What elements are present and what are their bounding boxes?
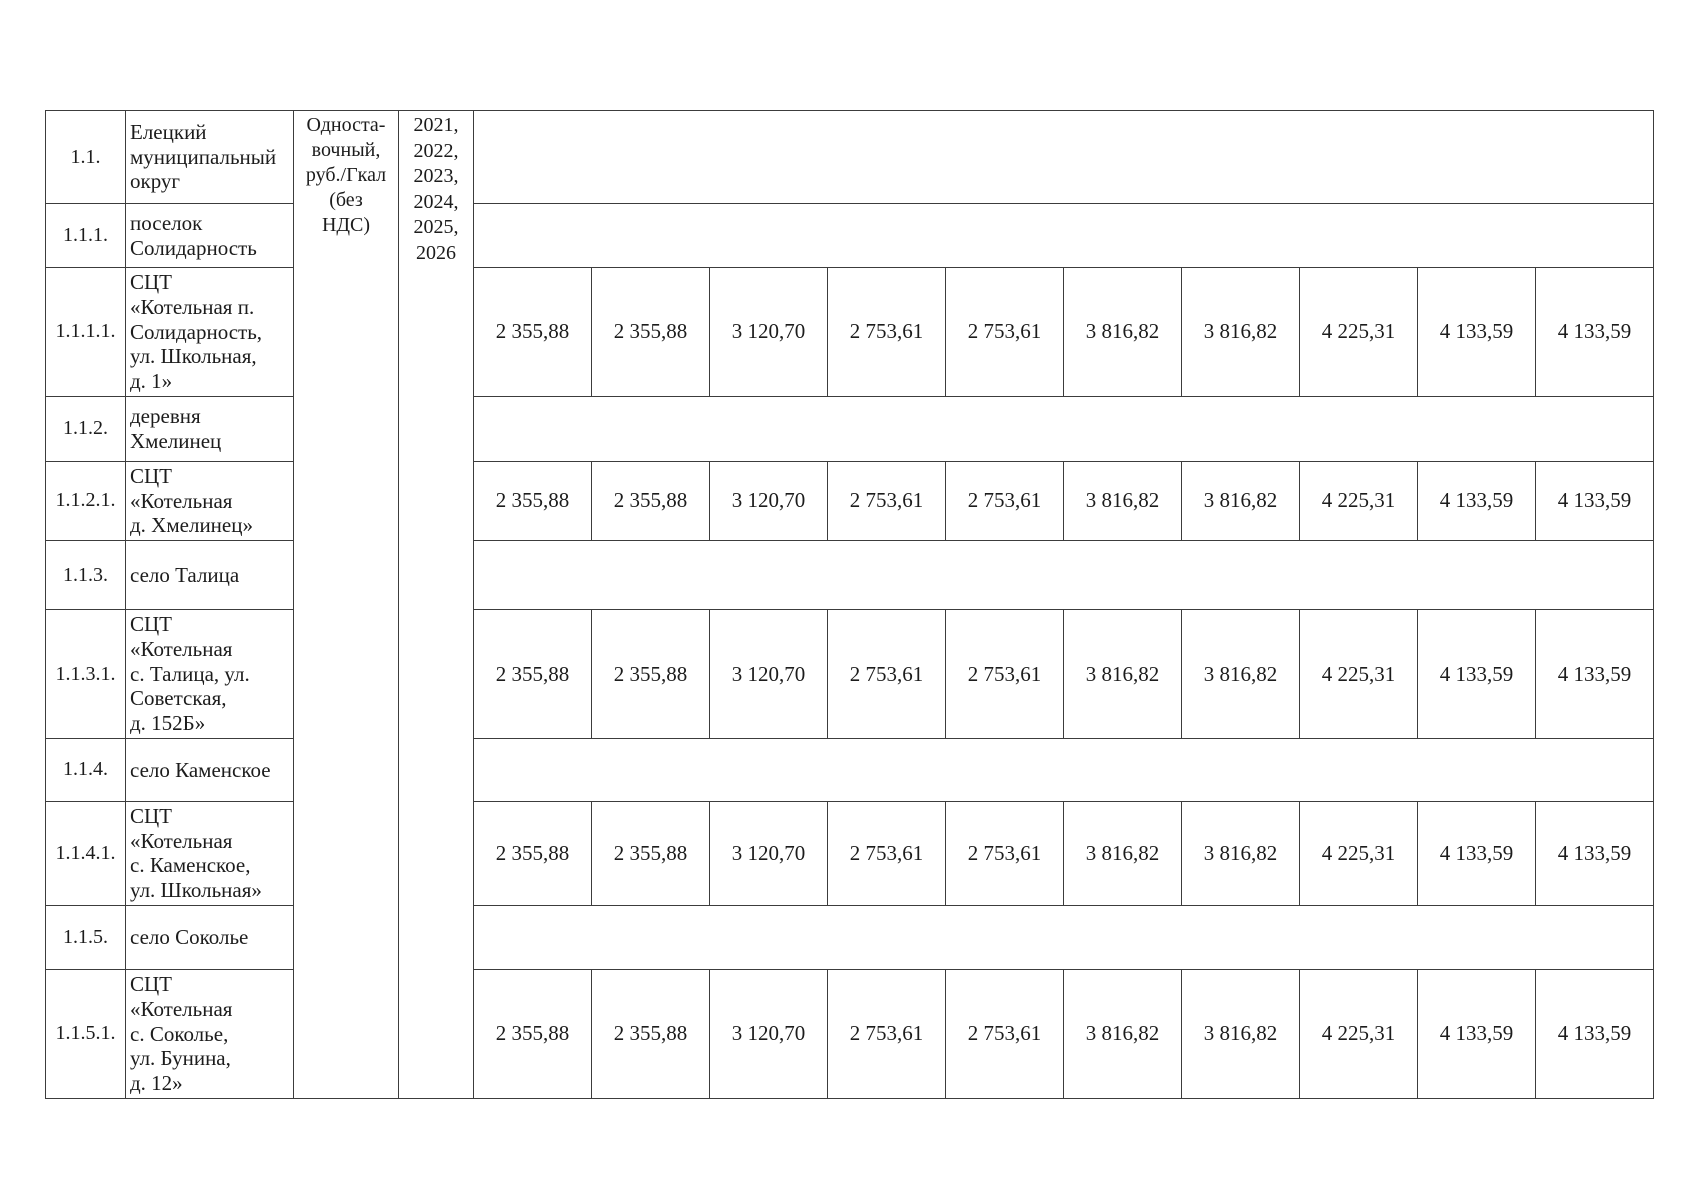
tariff-value-cell: 4 225,31 bbox=[1299, 969, 1418, 1099]
row-number-cell: 1.1.4. bbox=[45, 737, 126, 802]
tariff-value-cell: 2 355,88 bbox=[473, 969, 592, 1099]
tariff-value-cell: 4 225,31 bbox=[1299, 800, 1418, 907]
tariff-value-cell: 2 753,61 bbox=[827, 609, 946, 739]
territory-name-cell: село Каменское bbox=[125, 737, 294, 802]
tariff-value-cell: 3 816,82 bbox=[1063, 267, 1182, 397]
tariff-value-cell: 2 355,88 bbox=[473, 267, 592, 397]
territory-name-cell: СЦТ «Котельная д. Хмелинец» bbox=[125, 460, 294, 542]
table-row: 1.1.4.1. СЦТ «Котельная с. Каменское, ул… bbox=[45, 800, 1655, 907]
row-number-cell: 1.1.5. bbox=[45, 905, 126, 971]
tariff-value-cell: 4 225,31 bbox=[1299, 267, 1418, 397]
table-row: 1.1.1. поселок Солидарность bbox=[45, 203, 1655, 268]
tariff-value-cell: 3 120,70 bbox=[709, 969, 828, 1099]
territory-name-cell: поселок Солидарность bbox=[125, 203, 294, 268]
row-number-cell: 1.1.5.1. bbox=[45, 969, 126, 1099]
territory-name-cell: село Талица bbox=[125, 540, 294, 611]
tariff-value-cell: 4 225,31 bbox=[1299, 460, 1418, 542]
row-number-cell: 1.1.2.1. bbox=[45, 460, 126, 542]
territory-name-cell: СЦТ «Котельная с. Каменское, ул. Школьна… bbox=[125, 800, 294, 907]
empty-span-cell bbox=[472, 737, 1655, 802]
empty-span-cell bbox=[472, 395, 1655, 462]
tariff-value-cell: 2 355,88 bbox=[591, 609, 710, 739]
tariff-value-cell: 3 816,82 bbox=[1181, 969, 1300, 1099]
territory-name-cell: СЦТ «Котельная с. Талица, ул. Советская,… bbox=[125, 609, 294, 739]
tariff-value-cell: 3 120,70 bbox=[709, 460, 828, 542]
tariff-value-cell: 4 133,59 bbox=[1534, 800, 1655, 907]
table-row: 1.1.4. село Каменское bbox=[45, 737, 1655, 802]
tariff-value-cell: 3 120,70 bbox=[709, 609, 828, 739]
tariff-value-cell: 2 355,88 bbox=[473, 460, 592, 542]
tariff-value-cell: 3 816,82 bbox=[1063, 609, 1182, 739]
row-number-cell: 1.1.2. bbox=[45, 395, 126, 462]
tariff-value-cell: 2 753,61 bbox=[827, 460, 946, 542]
tariff-value-cell: 3 120,70 bbox=[709, 800, 828, 907]
tariff-value-cell: 3 816,82 bbox=[1181, 460, 1300, 542]
tariff-value-cell: 4 133,59 bbox=[1417, 969, 1536, 1099]
tariff-value-cell: 3 120,70 bbox=[709, 267, 828, 397]
row-number-cell: 1.1.1.1. bbox=[45, 267, 126, 397]
tariff-value-cell: 3 816,82 bbox=[1063, 460, 1182, 542]
tariff-value-cell: 4 133,59 bbox=[1417, 460, 1536, 542]
tariff-value-cell: 4 133,59 bbox=[1534, 460, 1655, 542]
tariff-value-cell: 2 753,61 bbox=[945, 969, 1064, 1099]
tariff-value-cell: 4 133,59 bbox=[1417, 800, 1536, 907]
territory-name-cell: СЦТ «Котельная п. Солидарность, ул. Школ… bbox=[125, 267, 294, 397]
tariff-value-cell: 2 355,88 bbox=[591, 267, 710, 397]
tariff-value-cell: 4 225,31 bbox=[1299, 609, 1418, 739]
tariff-value-cell: 4 133,59 bbox=[1534, 969, 1655, 1099]
tariff-value-cell: 3 816,82 bbox=[1063, 800, 1182, 907]
table-row: 1.1.3. село Талица bbox=[45, 540, 1655, 611]
tariff-value-cell: 2 355,88 bbox=[473, 609, 592, 739]
row-number-cell: 1.1.3. bbox=[45, 540, 126, 611]
empty-span-cell bbox=[472, 540, 1655, 611]
tariff-value-cell: 2 753,61 bbox=[827, 800, 946, 907]
row-number-cell: 1.1. bbox=[45, 110, 126, 204]
empty-span-cell bbox=[472, 905, 1655, 971]
tariff-value-cell: 2 753,61 bbox=[945, 609, 1064, 739]
tariff-type-cell: Односта- вочный, руб./Гкал (без НДС) bbox=[293, 110, 399, 1099]
tariff-value-cell: 3 816,82 bbox=[1181, 609, 1300, 739]
tariff-value-cell: 4 133,59 bbox=[1534, 267, 1655, 397]
tariff-table: 1.1. Елецкий муниципальный округ Односта… bbox=[45, 110, 1655, 1099]
row-number-cell: 1.1.4.1. bbox=[45, 800, 126, 907]
years-cell: 2021, 2022, 2023, 2024, 2025, 2026 bbox=[398, 110, 474, 1099]
table-row: 1.1.2. деревня Хмелинец bbox=[45, 395, 1655, 462]
tariff-value-cell: 3 816,82 bbox=[1181, 267, 1300, 397]
tariff-value-cell: 4 133,59 bbox=[1534, 609, 1655, 739]
tariff-value-cell: 2 753,61 bbox=[827, 969, 946, 1099]
territory-name-cell: село Соколье bbox=[125, 905, 294, 971]
row-number-cell: 1.1.1. bbox=[45, 203, 126, 268]
tariff-value-cell: 3 816,82 bbox=[1181, 800, 1300, 907]
table-row: 1.1.5. село Соколье bbox=[45, 905, 1655, 971]
table-row: 1.1.5.1. СЦТ «Котельная с. Соколье, ул. … bbox=[45, 969, 1655, 1099]
tariff-value-cell: 2 753,61 bbox=[827, 267, 946, 397]
table-row: 1.1.3.1. СЦТ «Котельная с. Талица, ул. С… bbox=[45, 609, 1655, 739]
empty-span-cell bbox=[472, 203, 1655, 268]
table-row: 1.1.1.1. СЦТ «Котельная п. Солидарность,… bbox=[45, 267, 1655, 397]
table-row: 1.1. Елецкий муниципальный округ Односта… bbox=[45, 110, 1655, 1099]
tariff-value-cell: 4 133,59 bbox=[1417, 609, 1536, 739]
tariff-value-cell: 2 753,61 bbox=[945, 800, 1064, 907]
tariff-value-cell: 2 355,88 bbox=[591, 969, 710, 1099]
tariff-value-cell: 4 133,59 bbox=[1417, 267, 1536, 397]
tariff-value-cell: 2 753,61 bbox=[945, 460, 1064, 542]
tariff-value-cell: 2 355,88 bbox=[591, 460, 710, 542]
tariff-value-cell: 2 753,61 bbox=[945, 267, 1064, 397]
empty-span-cell bbox=[472, 110, 1655, 204]
row-number-cell: 1.1.3.1. bbox=[45, 609, 126, 739]
territory-name-cell: Елецкий муниципальный округ bbox=[125, 110, 294, 204]
territory-name-cell: СЦТ «Котельная с. Соколье, ул. Бунина, д… bbox=[125, 969, 294, 1099]
tariff-value-cell: 2 355,88 bbox=[591, 800, 710, 907]
tariff-value-cell: 2 355,88 bbox=[473, 800, 592, 907]
tariff-value-cell: 3 816,82 bbox=[1063, 969, 1182, 1099]
territory-name-cell: деревня Хмелинец bbox=[125, 395, 294, 462]
table-row: 1.1.2.1. СЦТ «Котельная д. Хмелинец» 2 3… bbox=[45, 460, 1655, 542]
